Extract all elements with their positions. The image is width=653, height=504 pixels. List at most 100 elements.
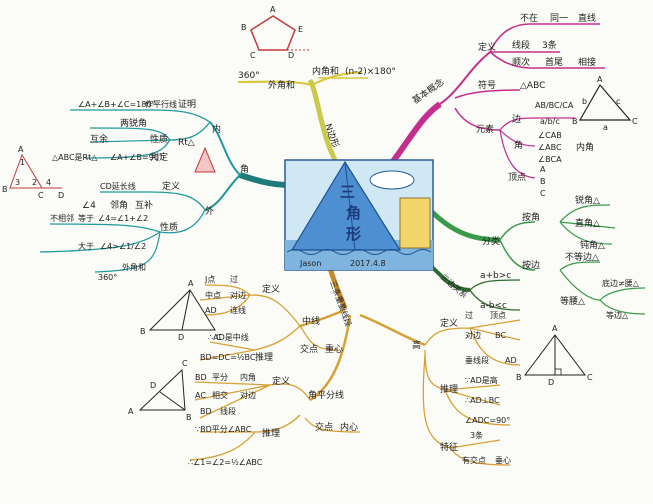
lines-bis-center: 交点 bbox=[315, 421, 333, 433]
lines-bis-rule: ∴∠1=∠2=½∠ABC bbox=[188, 458, 263, 467]
lines-bis-6: 对边 bbox=[240, 390, 256, 400]
branch-med-reason bbox=[199, 325, 301, 361]
bisector-label-b: B bbox=[186, 413, 192, 422]
branch-sides bbox=[499, 117, 575, 131]
lines-h-2: 顶点 bbox=[490, 311, 506, 320]
concepts-side-2: a/b/c bbox=[540, 117, 560, 126]
lines-h-reason-2: ∴AD⊥BC bbox=[465, 396, 500, 405]
center-title-2: 角 bbox=[346, 204, 361, 222]
height-label-c: C bbox=[587, 373, 593, 382]
median-figure-line bbox=[181, 289, 191, 331]
concepts-def-8: 相接 bbox=[578, 56, 596, 68]
bisector-label-a: A bbox=[128, 407, 134, 416]
concepts-def-4: 线段 bbox=[512, 39, 530, 51]
branch-angle-types bbox=[559, 204, 616, 245]
branch-lines bbox=[327, 267, 348, 309]
bisector-label-d: D bbox=[150, 381, 156, 390]
lines-root: 三条重要线段 bbox=[328, 279, 354, 328]
concepts-vertex-b: B bbox=[540, 177, 546, 186]
angle-exterior: 外 bbox=[205, 205, 214, 217]
height-label-d: D bbox=[548, 378, 554, 387]
branch-angle-exterior bbox=[204, 174, 241, 211]
angle-tri-c: C bbox=[38, 191, 44, 200]
pentagon-label-b: B bbox=[241, 23, 247, 32]
concepts-def-3: 直线 bbox=[578, 12, 596, 24]
branch-lines-median bbox=[299, 308, 346, 328]
median-figure: A B C D bbox=[140, 279, 222, 342]
branch-elements bbox=[454, 107, 501, 131]
branch-notation bbox=[454, 89, 521, 99]
branch-int-rt bbox=[169, 121, 211, 141]
branch-angles bbox=[499, 129, 536, 147]
lines-h-1: 过 bbox=[465, 310, 473, 320]
height-label-a: A bbox=[552, 324, 558, 333]
lines-h-4: BC bbox=[495, 331, 506, 340]
branch-side-rel-items bbox=[469, 279, 521, 311]
lines-bis-center-val: 内心 bbox=[340, 421, 358, 433]
angle-rt-triangle-shape bbox=[194, 146, 216, 173]
concepts-tri-a: A bbox=[597, 75, 603, 84]
top-exterior-label: 外角和 bbox=[268, 79, 295, 91]
branch-ext-prop bbox=[159, 209, 206, 234]
class-angle-2: 直角△ bbox=[575, 217, 600, 229]
center-signature: Jason bbox=[299, 259, 321, 268]
angle-ext-def-text: CD延长线 bbox=[100, 181, 136, 191]
angle-ext-prop: 性质 bbox=[160, 221, 178, 233]
concepts-def-1: 不在 bbox=[520, 12, 538, 24]
lines-med-3: 中点 bbox=[205, 290, 221, 300]
angle-root: 角 bbox=[240, 163, 249, 175]
height-label-b: B bbox=[516, 373, 522, 382]
class-side-2: 等腰△ bbox=[560, 295, 585, 307]
lines-med-5: AD bbox=[205, 306, 217, 315]
center-pyramid bbox=[290, 160, 402, 251]
angle-rt-triangle bbox=[194, 146, 216, 173]
angle-tri-3: 3 bbox=[15, 178, 20, 187]
lines-h-reason-3: ∠ADC=90° bbox=[465, 416, 510, 425]
concepts-tri-c-side: c bbox=[616, 97, 620, 106]
class-root: 分类 bbox=[482, 235, 500, 247]
angle-tri-1: 1 bbox=[20, 158, 25, 167]
concepts-def-5: 3条 bbox=[542, 39, 557, 51]
angle-interior: 内 bbox=[212, 123, 221, 135]
concepts-def-2: 同一 bbox=[550, 13, 568, 24]
pentagon-label-c: C bbox=[250, 51, 256, 60]
top-interior-formula: (n-2)×180° bbox=[345, 67, 396, 77]
branch-vertices bbox=[499, 129, 536, 179]
lines-bis-7: BD bbox=[200, 407, 212, 416]
angle-determine: 判定 bbox=[150, 151, 168, 163]
center-castle bbox=[399, 197, 431, 249]
concepts-triangle-shape bbox=[578, 83, 632, 121]
branch-angle bbox=[239, 172, 291, 188]
lines-median: 中线 bbox=[302, 315, 320, 327]
median-label-c: C bbox=[216, 333, 222, 342]
concepts-tri-c: C bbox=[632, 117, 638, 126]
branch-lines-height bbox=[359, 313, 426, 347]
concepts-tri-a-side: a bbox=[603, 123, 608, 132]
branch-ext-def bbox=[100, 191, 206, 211]
bisector-figure: C A B D bbox=[128, 359, 192, 422]
lines-med-6: 连线 bbox=[230, 305, 246, 315]
lines-bis-8: 线段 bbox=[220, 406, 236, 416]
angle-ext-adj: 邻角 bbox=[110, 199, 128, 211]
bisector-figure-line bbox=[159, 391, 186, 411]
angle-proof-method: 作平行线 bbox=[145, 99, 177, 109]
median-label-b: B bbox=[140, 327, 146, 336]
median-label-a: A bbox=[188, 279, 194, 288]
lines-bisector: 角平分线 bbox=[308, 389, 344, 401]
branch-bis-center bbox=[304, 417, 361, 433]
concepts-side-label: 边 bbox=[512, 114, 521, 125]
angle-is-rt: △ABC是Rt△ bbox=[52, 153, 98, 162]
concepts-root: 基本概念 bbox=[410, 76, 446, 106]
branch-angle-interior bbox=[209, 121, 241, 176]
lines-bis-3: 内角 bbox=[240, 372, 256, 382]
lines-h-reason-1: ∵AD是高 bbox=[465, 375, 498, 385]
height-figure: A B C D bbox=[516, 324, 593, 387]
concepts-def-6: 顺次 bbox=[512, 56, 530, 68]
angle-property: 性质 bbox=[150, 133, 168, 145]
class-angle-3: 钝角△ bbox=[580, 239, 605, 251]
branch-def1 bbox=[489, 23, 600, 53]
angle-ext-triangle-shape bbox=[9, 153, 43, 189]
concepts-vertex-c: C bbox=[540, 189, 546, 198]
